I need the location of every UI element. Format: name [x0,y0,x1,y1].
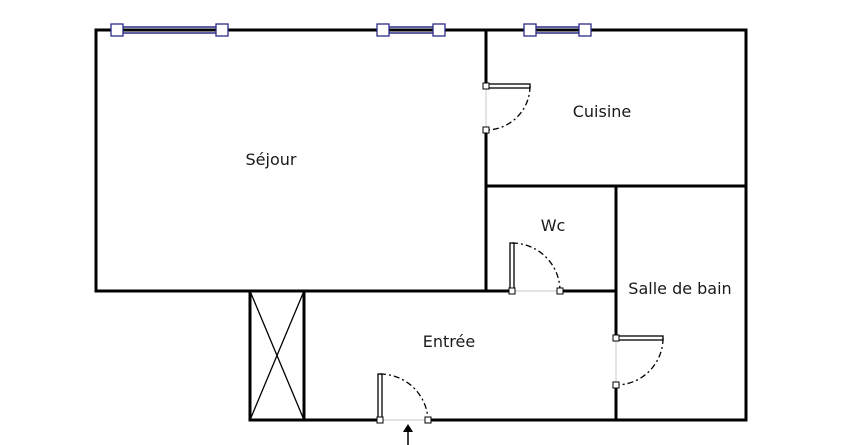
window-cuisine [523,23,592,37]
window-sejour [110,23,229,37]
arrow-up-icon [403,424,413,445]
room-label-sejour: Séjour [246,150,297,169]
door-cuisine [482,82,531,134]
window-sejour-right [376,23,446,37]
room-label-wc: Wc [541,216,566,235]
crossed-box-icon [248,289,306,422]
window-frame [523,23,537,37]
window-frame [376,23,390,37]
window-frame [578,23,592,37]
room-label-entree: Entrée [423,332,475,351]
room-label-cuisine: Cuisine [573,102,632,121]
door-salle-de-bain [612,334,664,389]
window-frame [110,23,124,37]
outer-walls [94,28,748,422]
window-frame [215,23,229,37]
door-wc [508,242,564,295]
window-frame [432,23,446,37]
room-label-salle-de-bain: Salle de bain [628,279,731,298]
door-entree [376,373,432,424]
interior-walls [484,28,748,422]
